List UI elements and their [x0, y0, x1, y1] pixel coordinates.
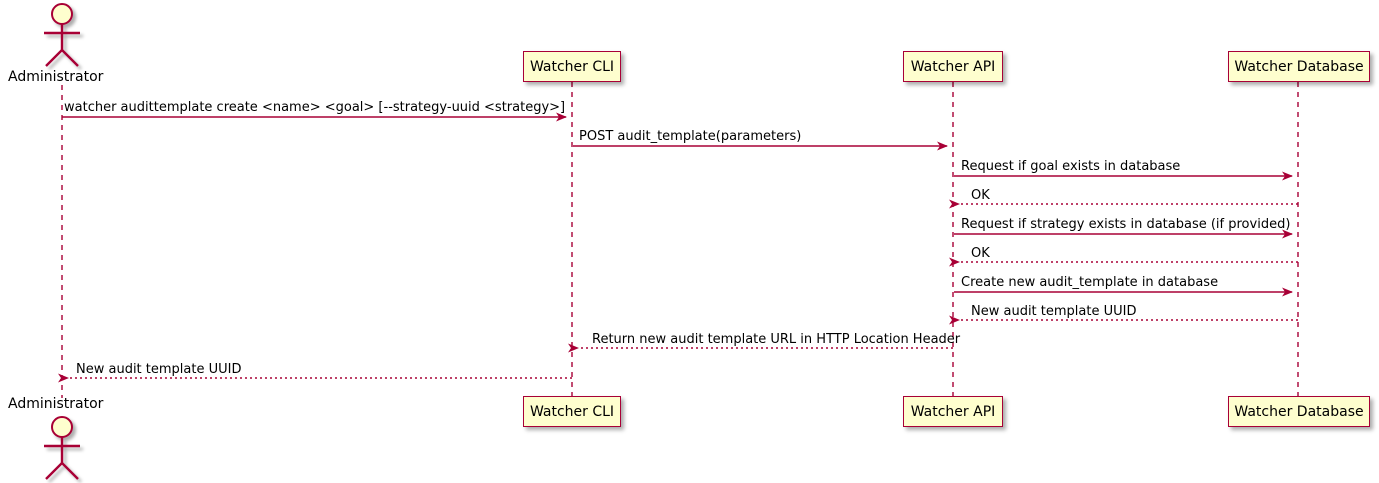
actor-label-administrator-bottom: Administrator: [8, 396, 104, 412]
participant-box-watcher-database-bottom[interactable]: Watcher Database: [1228, 396, 1370, 427]
message-label-9: Return new audit template URL in HTTP Lo…: [592, 332, 961, 347]
message-arrows: [58, 112, 1298, 383]
actor-administrator-top: [44, 3, 80, 67]
message-label-10: New audit template UUID: [76, 362, 242, 377]
participant-label-watcher-api-bottom: Watcher API: [910, 403, 996, 420]
participant-box-watcher-cli-bottom[interactable]: Watcher CLI: [523, 396, 621, 427]
message-label-7: Create new audit_template in database: [961, 275, 1219, 290]
participant-label-watcher-api-top: Watcher API: [910, 58, 996, 75]
participant-box-watcher-api-top[interactable]: Watcher API: [903, 51, 1003, 82]
message-label-4: OK: [971, 188, 990, 203]
participant-label-watcher-cli-bottom: Watcher CLI: [529, 403, 615, 420]
message-label-5: Request if strategy exists in database (…: [961, 217, 1291, 232]
actor-administrator-bottom: [44, 416, 80, 480]
participant-box-watcher-cli-top[interactable]: Watcher CLI: [523, 51, 621, 82]
participant-label-watcher-cli-top: Watcher CLI: [529, 58, 615, 75]
message-label-2: POST audit_template(parameters): [579, 129, 802, 144]
message-label-3: Request if goal exists in database: [961, 159, 1181, 174]
message-label-6: OK: [971, 246, 990, 261]
participant-box-watcher-database-top[interactable]: Watcher Database: [1228, 51, 1370, 82]
actor-label-administrator-top: Administrator: [8, 69, 104, 85]
participant-label-watcher-database-bottom: Watcher Database: [1234, 403, 1364, 420]
message-label-8: New audit template UUID: [971, 304, 1137, 319]
participant-label-watcher-database-top: Watcher Database: [1234, 58, 1364, 75]
participant-box-watcher-api-bottom[interactable]: Watcher API: [903, 396, 1003, 427]
message-label-1: watcher audittemplate create <name> <goa…: [64, 100, 566, 115]
